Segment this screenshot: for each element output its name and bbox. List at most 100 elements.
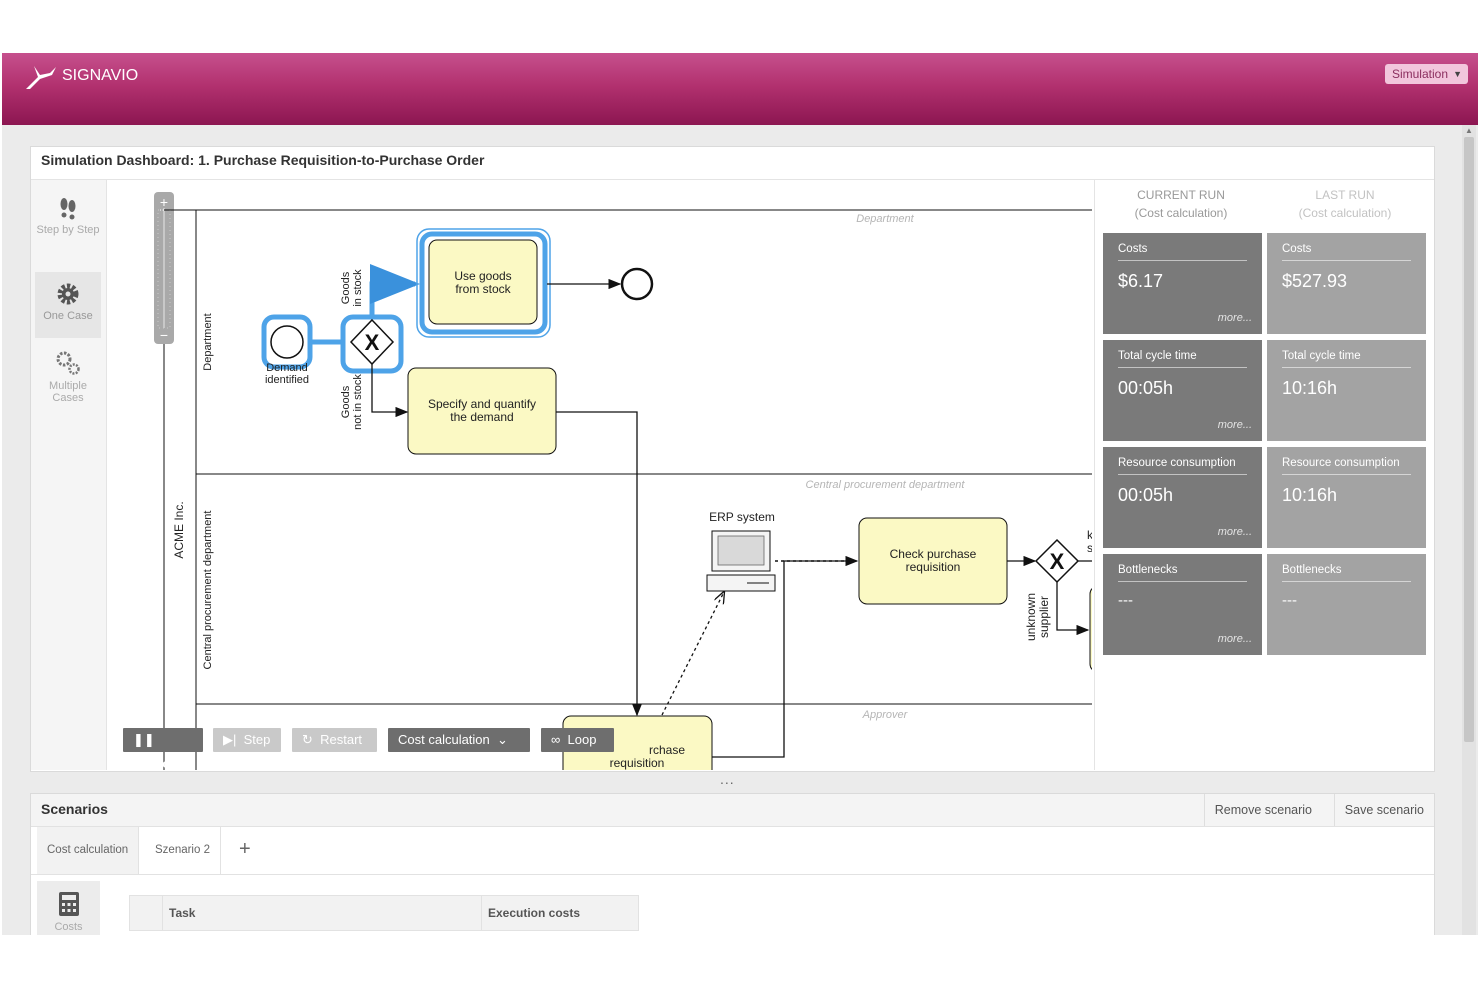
flow-label-unknown: unknown bbox=[1024, 593, 1038, 641]
restart-button[interactable]: ↻ Restart bbox=[292, 728, 377, 752]
metric-card-bottlenecks-current: Bottlenecks --- more... bbox=[1103, 554, 1262, 655]
top-bar: SIGNAVIO Simulation ▼ bbox=[2, 53, 1478, 125]
task-specify-demand[interactable]: Specify and quantify the demand bbox=[407, 367, 557, 455]
lane-watermark-department: Department bbox=[856, 213, 914, 225]
task-label: rchase bbox=[649, 743, 685, 757]
table-header-execution-costs[interactable]: Execution costs bbox=[481, 895, 639, 931]
tab-szenario-2[interactable]: Szenario 2 bbox=[145, 827, 221, 874]
mode-step-by-step[interactable]: Step by Step bbox=[35, 196, 101, 266]
mode-one-case[interactable]: One Case bbox=[35, 272, 101, 338]
flow-label-not-in-stock: not in stock bbox=[352, 374, 364, 430]
mode-multiple-cases[interactable]: Multiple Cases bbox=[35, 350, 101, 422]
panel-splitter[interactable]: ... bbox=[720, 771, 735, 787]
metric-label: Bottlenecks bbox=[1118, 564, 1247, 582]
task-partial[interactable] bbox=[1089, 586, 1092, 672]
scrollbar-thumb[interactable] bbox=[1464, 137, 1474, 742]
last-run-header: LAST RUN (Cost calculation) bbox=[1265, 186, 1425, 222]
task-label: requisition bbox=[906, 560, 961, 574]
mode-label: Multiple Cases bbox=[49, 380, 87, 404]
pause-icon: ❚❚ bbox=[133, 732, 155, 747]
task-check-requisition[interactable]: Check purchase requisition bbox=[858, 517, 1008, 605]
metric-value: $527.93 bbox=[1282, 271, 1348, 291]
more-link[interactable]: more... bbox=[1217, 526, 1252, 538]
task-label: Use goods bbox=[454, 269, 511, 283]
more-link[interactable]: more... bbox=[1217, 633, 1252, 645]
metric-card-cycle-current: Total cycle time 00:05h more... bbox=[1103, 340, 1262, 441]
step-button[interactable]: ▶| Step bbox=[213, 728, 281, 752]
task-label: Check purchase bbox=[890, 547, 977, 561]
save-scenario-button[interactable]: Save scenario bbox=[1333, 794, 1434, 826]
lane-label-department: Department bbox=[202, 313, 214, 370]
table-header-task[interactable]: Task bbox=[162, 895, 482, 931]
task-use-goods[interactable]: Use goods from stock bbox=[428, 239, 538, 325]
pool: ACME Inc. Department Central procurement… bbox=[163, 209, 1092, 770]
metric-label: Total cycle time bbox=[1282, 350, 1411, 368]
metric-label: Resource consumption bbox=[1282, 457, 1411, 475]
start-event-demand[interactable]: Demand identified bbox=[265, 325, 309, 386]
tab-cost-calculation[interactable]: Cost calculation bbox=[37, 827, 140, 874]
calculation-dropdown[interactable]: Cost calculation ⌄ bbox=[388, 728, 530, 752]
costs-table: Task Execution costs bbox=[129, 895, 639, 931]
antelope-logo-icon bbox=[26, 66, 56, 89]
process-canvas[interactable]: + − ACME Inc. Department Central procure… bbox=[107, 180, 1092, 770]
mode-dropdown[interactable]: Simulation ▼ bbox=[1384, 64, 1468, 84]
metric-value: 10:16h bbox=[1282, 485, 1338, 505]
scroll-up-icon[interactable]: ▲ bbox=[1465, 126, 1473, 135]
caret-down-icon: ▼ bbox=[1453, 69, 1462, 79]
gateway-supplier[interactable]: X bbox=[1034, 538, 1080, 584]
metric-card-cycle-last: Total cycle time 10:16h bbox=[1267, 340, 1426, 441]
metrics-panel: CURRENT RUN (Cost calculation) LAST RUN … bbox=[1094, 180, 1435, 770]
start-event-label: Demand bbox=[266, 362, 308, 374]
pause-label: Pause bbox=[133, 756, 170, 770]
loop-button[interactable]: ∞ Loop bbox=[541, 728, 614, 752]
more-link[interactable]: more... bbox=[1217, 419, 1252, 431]
page-scrollbar[interactable]: ▲ bbox=[1462, 125, 1476, 935]
metric-card-bottlenecks-last: Bottlenecks --- bbox=[1267, 554, 1426, 655]
metric-value: 10:16h bbox=[1282, 378, 1338, 398]
metric-card-resource-last: Resource consumption 10:16h bbox=[1267, 447, 1426, 548]
scenarios-title: Scenarios bbox=[41, 801, 108, 817]
mode-sidebar: Step by Step One Case Multiple Cases bbox=[31, 180, 107, 770]
end-event[interactable] bbox=[620, 267, 654, 301]
flow-label-in-stock: Goods bbox=[340, 271, 352, 304]
start-event-label: identified bbox=[265, 374, 309, 386]
zoom-in-icon[interactable]: + bbox=[160, 194, 168, 210]
current-run-title: CURRENT RUN bbox=[1137, 188, 1225, 202]
remove-scenario-button[interactable]: Remove scenario bbox=[1203, 794, 1322, 826]
signavio-logo[interactable]: SIGNAVIO bbox=[24, 61, 138, 91]
calculator-icon bbox=[58, 892, 79, 916]
metric-card-costs-last: Costs $527.93 bbox=[1267, 233, 1426, 334]
metric-card-resource-current: Resource consumption 00:05h more... bbox=[1103, 447, 1262, 548]
metric-label: Total cycle time bbox=[1118, 350, 1247, 368]
flow-label-not-in-stock: Goods bbox=[340, 385, 352, 418]
gear-icon bbox=[57, 283, 79, 305]
costs-side-item[interactable]: Costs bbox=[37, 881, 100, 935]
table-header-select bbox=[129, 895, 163, 931]
add-scenario-icon[interactable]: + bbox=[239, 838, 251, 860]
pause-button[interactable]: ❚❚ Pause bbox=[123, 728, 203, 770]
flow-label-in-stock: in stock bbox=[352, 269, 364, 307]
footsteps-icon bbox=[60, 198, 76, 220]
app-window: SIGNAVIO Simulation ▼ ▲ Simulation Dashb… bbox=[2, 53, 1478, 935]
metric-label: Costs bbox=[1282, 243, 1411, 261]
more-link[interactable]: more... bbox=[1217, 312, 1252, 324]
metric-value: $6.17 bbox=[1118, 271, 1164, 291]
gateway-goods-in-stock[interactable]: X bbox=[349, 318, 395, 366]
scenarios-panel: Scenarios Remove scenario Save scenario … bbox=[30, 793, 1435, 935]
brand-name: SIGNAVIO bbox=[62, 67, 139, 84]
current-run-subtitle: (Cost calculation) bbox=[1134, 206, 1228, 220]
task-label: the demand bbox=[450, 410, 513, 424]
erp-system[interactable]: ERP system bbox=[706, 510, 776, 592]
zoom-out-icon[interactable]: − bbox=[160, 327, 168, 343]
gears-icon bbox=[56, 351, 80, 375]
lane-label-central: Central procurement department bbox=[202, 511, 214, 670]
loop-icon: ∞ bbox=[551, 732, 561, 747]
flow-label-known: know bbox=[1087, 528, 1092, 542]
lane-watermark-approver: Approver bbox=[862, 709, 909, 721]
zoom-slider[interactable]: + − bbox=[154, 192, 174, 344]
svg-text:X: X bbox=[365, 330, 380, 355]
task-label: requisition bbox=[610, 756, 665, 770]
dashboard-header: Simulation Dashboard: 1. Purchase Requis… bbox=[31, 147, 1434, 180]
restart-label: Restart bbox=[320, 732, 363, 747]
metric-value: --- bbox=[1118, 592, 1133, 609]
